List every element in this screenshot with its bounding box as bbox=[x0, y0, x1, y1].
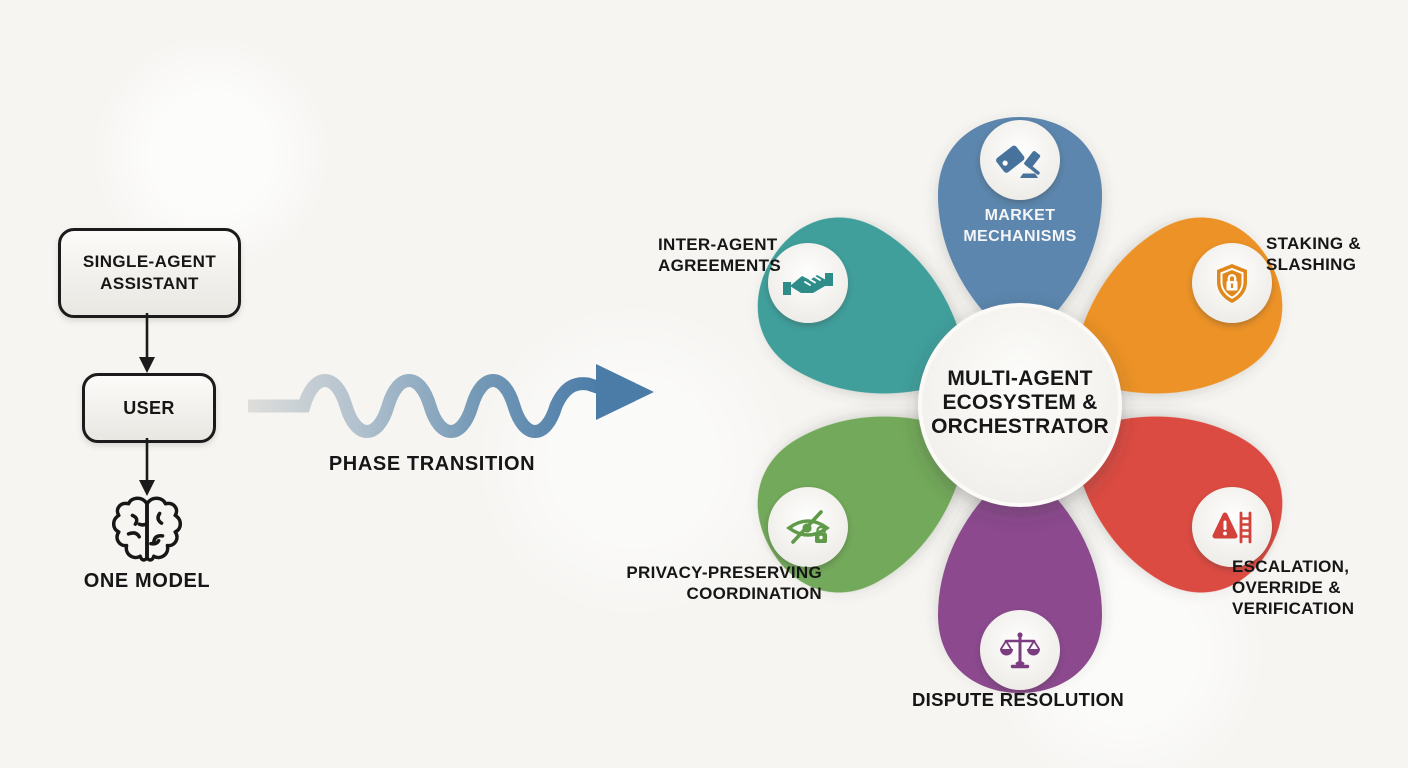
hub-label-line3: ORCHESTRATOR bbox=[931, 415, 1109, 438]
one-model-label: ONE MODEL bbox=[83, 570, 211, 592]
petal-label-market-mechanisms: MARKET MECHANISMS bbox=[963, 207, 1077, 245]
hub-label-line1: MULTI-AGENT bbox=[947, 367, 1093, 390]
warning-ladder-icon bbox=[1212, 511, 1252, 544]
agreements-icon-circle bbox=[768, 243, 848, 323]
privacy-icon-circle bbox=[768, 487, 848, 567]
justice-scales-icon bbox=[1000, 632, 1040, 669]
ecosystem-flower-diagram bbox=[729, 117, 1311, 693]
phase-transition-label: PHASE TRANSITION bbox=[328, 453, 536, 475]
arrow-down-icon bbox=[139, 438, 155, 496]
assistant-box-label-line1: SINGLE-AGENT bbox=[82, 252, 217, 271]
user-box: USER bbox=[82, 373, 216, 443]
brain-icon bbox=[112, 496, 182, 562]
market-mechanisms-icon-circle bbox=[980, 120, 1060, 200]
petal-icons bbox=[768, 120, 1272, 690]
petal-label-staking-slashing: STAKING & SLASHING bbox=[1266, 234, 1361, 274]
petal-label-dispute-resolution: DISPUTE RESOLUTION bbox=[912, 689, 1124, 710]
petal-label-privacy: PRIVACY-PRESERVING COORDINATION bbox=[626, 563, 822, 603]
single-agent-assistant-box: SINGLE-AGENT ASSISTANT bbox=[58, 228, 241, 318]
wavy-arrow-icon bbox=[248, 364, 654, 438]
hub-circle bbox=[918, 303, 1122, 507]
shield-lock-icon bbox=[1217, 264, 1247, 303]
staking-slashing-icon-circle bbox=[1192, 243, 1272, 323]
hub-label-line2: ECOSYSTEM & bbox=[942, 391, 1098, 414]
handshake-icon bbox=[783, 273, 833, 295]
assistant-box-label-line2: ASSISTANT bbox=[100, 274, 199, 293]
escalation-icon-circle bbox=[1192, 487, 1272, 567]
eye-slash-lock-icon bbox=[786, 510, 830, 544]
auction-tag-gavel-icon bbox=[996, 145, 1041, 178]
petal-label-escalation: ESCALATION, OVERRIDE & VERIFICATION bbox=[1232, 557, 1355, 618]
user-box-label: USER bbox=[123, 398, 175, 418]
dispute-resolution-icon-circle bbox=[980, 610, 1060, 690]
hub-label: MULTI-AGENT ECOSYSTEM & ORCHESTRATOR bbox=[920, 367, 1120, 439]
arrow-down-icon bbox=[139, 313, 155, 373]
petal-label-inter-agent-agreements: INTER-AGENT AGREEMENTS bbox=[658, 235, 781, 275]
